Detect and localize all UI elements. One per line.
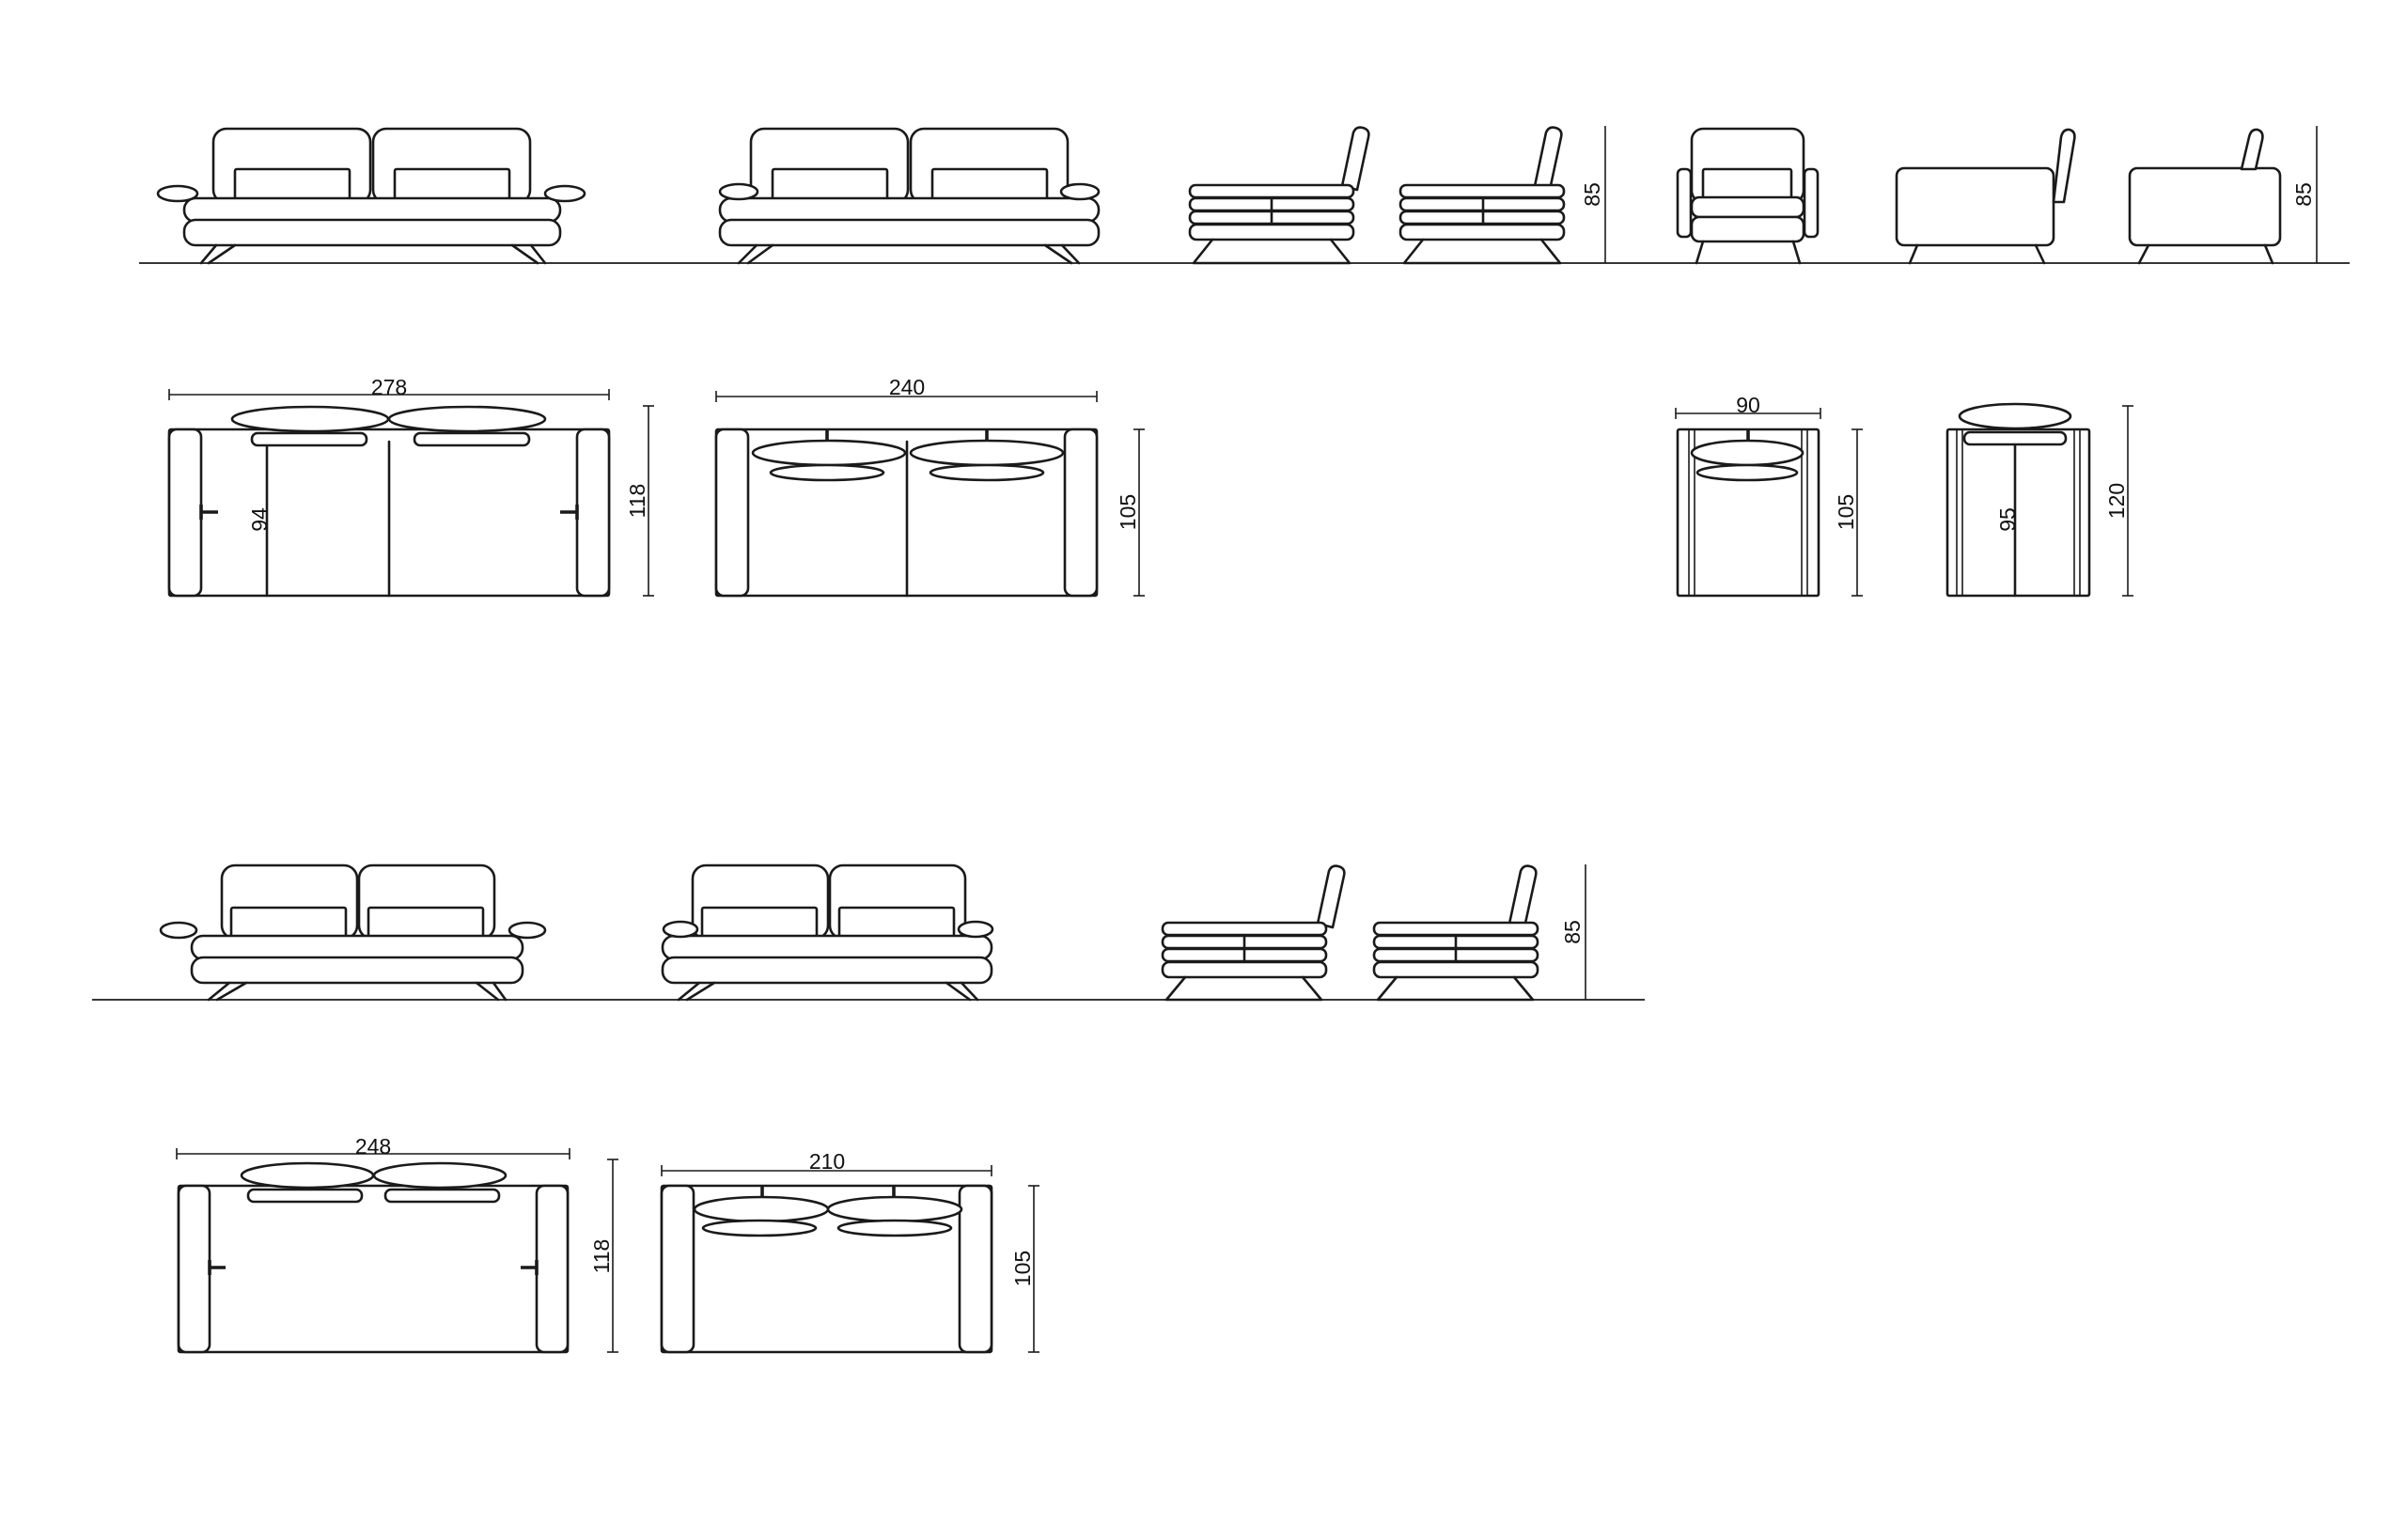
dimension-label-sofa3-inner-depth: 94: [247, 507, 272, 532]
sofa-side-elevation-1: [1188, 126, 1370, 265]
dimension-label-sofa3-depth: 118: [625, 484, 649, 519]
armchair-side-elevation-a: [1895, 128, 2076, 265]
sofa-side-elevation-2: [1398, 126, 1566, 265]
armchair-side-elevation-b: [2128, 128, 2282, 265]
dimension-height-row3: 85: [1560, 864, 1586, 1000]
armchair-plan-view-b: 95 120: [1945, 402, 2133, 598]
dimension-label-sofa2b-depth: 105: [1010, 1251, 1035, 1286]
dimension-label-height-row1-a: 85: [1580, 182, 1604, 207]
sofa-2seat-front-elevation: [159, 863, 547, 1002]
dimension-label-sofa2-depth: 118: [589, 1239, 614, 1274]
sofa-3seat-plan-view-b: 240 105: [714, 375, 1145, 598]
sofa-3seat-front-elevation-b: [718, 127, 1101, 265]
dimension-label-height-row1-b: 85: [2291, 182, 2316, 207]
dimension-label-sofa3b-width: 240: [889, 375, 925, 399]
armchair-front-elevation: [1676, 127, 1820, 265]
sofa-3seat-front-elevation: [156, 127, 586, 265]
sofa-side-elevation-4: [1372, 864, 1539, 1002]
dimension-height-row1-b: 85: [2291, 126, 2318, 263]
dimension-height-row1-a: 85: [1580, 126, 1606, 263]
dimension-label-sofa2b-width: 210: [809, 1149, 845, 1174]
dimension-label-chair-b-depth: 120: [2104, 483, 2129, 519]
dimension-label-height-row3: 85: [1560, 920, 1585, 944]
sofa-2seat-plan-view: 248 118: [176, 1134, 618, 1354]
dimension-label-sofa3-width: 278: [371, 375, 407, 399]
sofa-2seat-front-elevation-b: [661, 863, 994, 1002]
sofa-side-elevation-3: [1161, 864, 1346, 1002]
dimension-label-sofa2-width: 248: [355, 1134, 391, 1159]
armchair-plan-view: 90 105: [1675, 393, 1863, 598]
sofa-3seat-plan-view: 278 94 118: [167, 375, 654, 598]
dimension-label-chair-depth: 105: [1834, 494, 1858, 530]
dimension-label-sofa3b-depth: 105: [1116, 494, 1140, 530]
dimension-label-chair-b-inner-depth: 95: [1995, 507, 2020, 532]
dimension-label-chair-width: 90: [1736, 393, 1760, 417]
sofa-2seat-plan-view-b: 210 105: [660, 1149, 1039, 1354]
